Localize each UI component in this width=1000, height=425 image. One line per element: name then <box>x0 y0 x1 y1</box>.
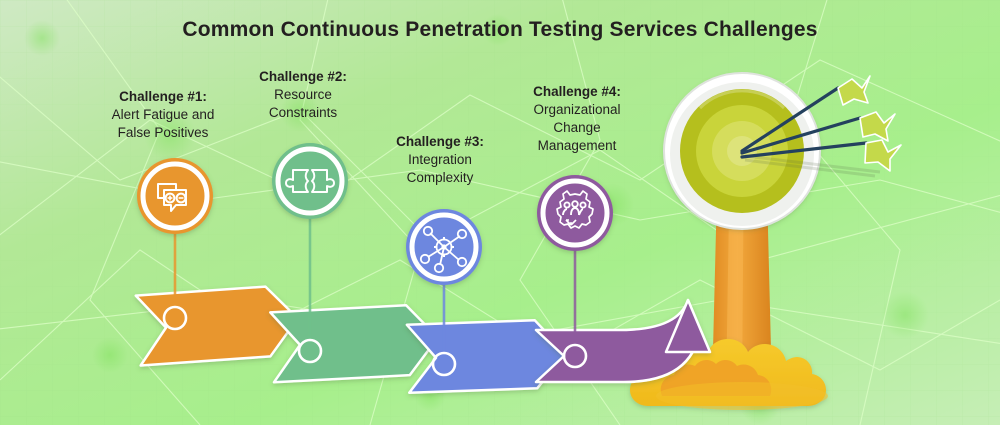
arrow-shadows <box>744 154 881 178</box>
puzzle-pieces-icon <box>285 169 335 193</box>
challenge-desc-2a: Resource <box>274 87 332 102</box>
challenge-desc-4c: Management <box>537 138 617 153</box>
challenge-badge-2[interactable] <box>272 143 348 219</box>
process-arrow-2 <box>269 304 440 384</box>
challenge-label-4: Challenge #4: Organizational Change Mana… <box>492 83 662 155</box>
challenge-desc-4a: Organizational <box>533 102 621 117</box>
challenge-badge-1[interactable] <box>137 158 213 234</box>
challenge-label-2: Challenge #2: Resource Constraints <box>218 68 388 122</box>
challenge-number-2: Challenge #2: <box>259 69 347 84</box>
arrow-3 <box>740 139 902 172</box>
challenge-desc-3b: Complexity <box>406 170 474 185</box>
challenge-number-4: Challenge #4: <box>533 84 621 99</box>
connector-stems <box>162 218 588 377</box>
process-arrow-1 <box>134 285 299 367</box>
challenge-desc-2b: Constraints <box>268 105 338 120</box>
challenge-desc-3a: Integration <box>408 152 472 167</box>
speech-bubbles-plus-minus-icon <box>157 183 187 212</box>
gear-people-change-icon <box>556 190 594 229</box>
gear-network-nodes-icon <box>419 225 468 274</box>
challenge-desc-1b: False Positives <box>117 125 209 140</box>
challenge-number-1: Challenge #1: <box>119 89 207 104</box>
page-title: Common Continuous Penetration Testing Se… <box>182 18 818 41</box>
arrow-1 <box>740 75 871 153</box>
challenge-number-3: Challenge #3: <box>396 134 484 149</box>
challenge-desc-1a: Alert Fatigue and <box>111 107 215 122</box>
challenge-desc-4b: Change <box>553 120 601 135</box>
target-arrows <box>740 75 902 178</box>
challenge-badge-4[interactable] <box>537 175 613 251</box>
challenge-label-3: Challenge #3: Integration Complexity <box>355 133 525 187</box>
arrow-2 <box>740 111 896 155</box>
challenge-badge-3[interactable] <box>406 209 482 285</box>
process-arrow-4 <box>534 298 712 384</box>
challenge-label-1: Challenge #1: Alert Fatigue and False Po… <box>78 88 248 142</box>
